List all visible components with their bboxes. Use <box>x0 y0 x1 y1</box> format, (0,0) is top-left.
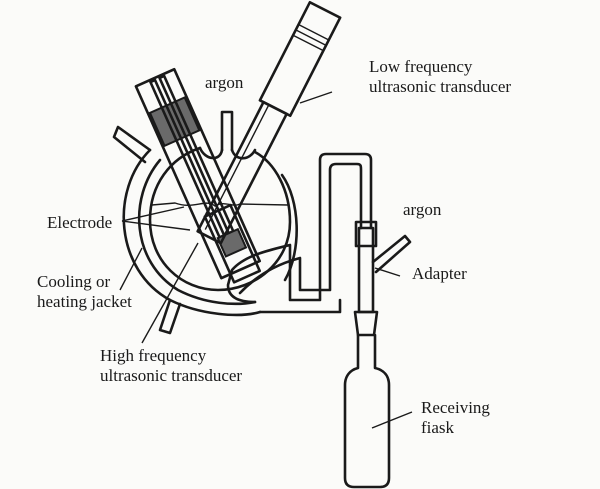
electrode-assembly <box>134 67 262 284</box>
leader-electrode-2 <box>121 206 185 222</box>
flask-neck-arc <box>198 146 257 160</box>
leader-adapter <box>374 267 401 277</box>
label-argon-side: argon <box>403 200 442 219</box>
ground-joint <box>353 310 379 337</box>
argon-inlet-neck <box>220 110 234 152</box>
label-receiving-2: fiask <box>421 418 455 437</box>
label-adapter: Adapter <box>412 264 467 283</box>
jacket-arm-top <box>112 125 152 164</box>
cooling-jacket <box>122 148 262 317</box>
outlet-base <box>258 298 342 314</box>
label-argon-top: argon <box>205 73 244 92</box>
label-low-frequency-2: ultrasonic transducer <box>369 77 512 96</box>
label-cooling-1: Cooling or <box>37 272 111 291</box>
adapter <box>357 226 375 314</box>
low-frequency-transducer <box>196 0 342 245</box>
leader-cooling <box>119 247 143 291</box>
receiving-flask <box>343 333 391 489</box>
label-high-frequency-2: ultrasonic transducer <box>100 366 243 385</box>
label-high-frequency-1: High frequency <box>100 346 207 365</box>
jacket-arm-bottom <box>158 298 182 335</box>
leader-receiving <box>371 411 413 429</box>
leader-high-freq <box>141 242 199 344</box>
outlet-channel <box>226 152 373 304</box>
label-receiving-1: Receiving <box>421 398 490 417</box>
outlet-channel-inner <box>238 162 363 295</box>
leader-low-freq <box>299 91 333 104</box>
label-cooling-2: heating jacket <box>37 292 132 311</box>
argon-side-arm <box>371 234 412 274</box>
label-low-frequency-1: Low frequency <box>369 57 473 76</box>
jacket-inner <box>137 158 257 306</box>
reaction-flask <box>148 146 292 292</box>
leader-electrode-1 <box>121 220 191 231</box>
label-electrode: Electrode <box>47 213 113 232</box>
